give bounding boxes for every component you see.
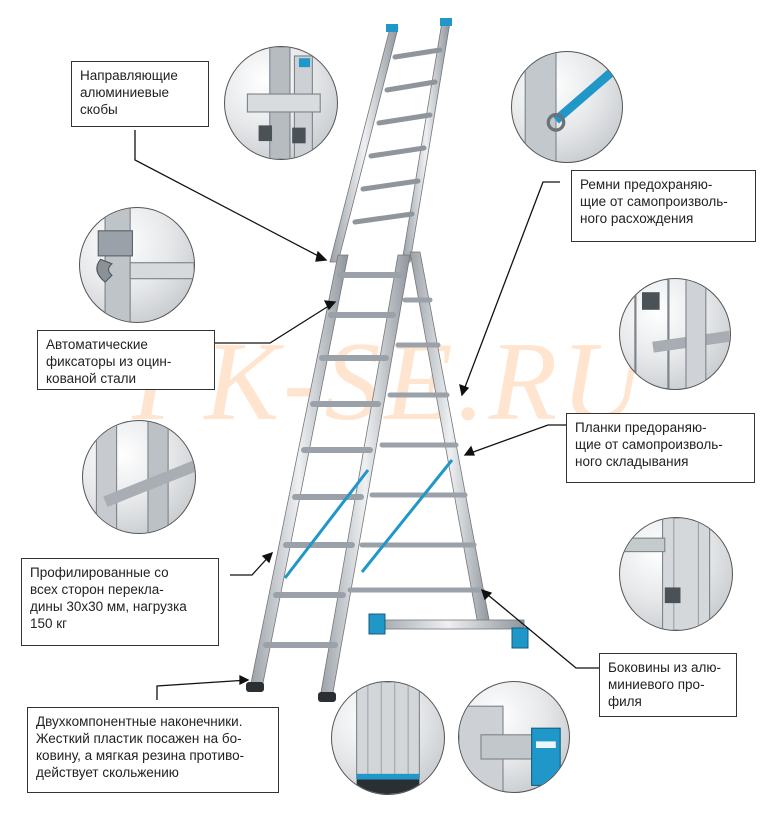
ladder-top-section [329, 18, 452, 263]
callout-automatic-locks: Автоматические фиксаторы из оцин- ковано… [37, 330, 215, 390]
detail-photo-locks [79, 207, 195, 323]
detail-photo-lock-plank [619, 278, 731, 390]
leader-lines [134, 130, 600, 700]
callout-two-component-tips: Двухкомпонентные наконечники. Жесткий пл… [27, 707, 279, 793]
ladder-front-section [283, 251, 529, 649]
detail-photo-side-profile [619, 517, 733, 631]
detail-photo-guide-brackets [224, 46, 338, 160]
callout-guide-brackets: Направляющие алюминиевые скобы [71, 61, 209, 127]
callout-aluminium-sides: Боковины из алю- миниевого про- филя [599, 653, 737, 717]
callout-safety-straps: Ремни предохраняю- щие от самопроизволь-… [571, 170, 756, 242]
callout-safety-planks: Планки предораняю- щие от самопроизволь-… [566, 413, 755, 483]
detail-photo-profiled-rung [82, 420, 196, 534]
detail-photo-tip [331, 681, 445, 795]
callout-profiled-rungs: Профилированные со всех сторон перекла- … [21, 558, 219, 646]
detail-photo-strap [511, 51, 623, 163]
ladder-main-section [246, 254, 411, 702]
detail-photo-base-foot [458, 681, 570, 793]
